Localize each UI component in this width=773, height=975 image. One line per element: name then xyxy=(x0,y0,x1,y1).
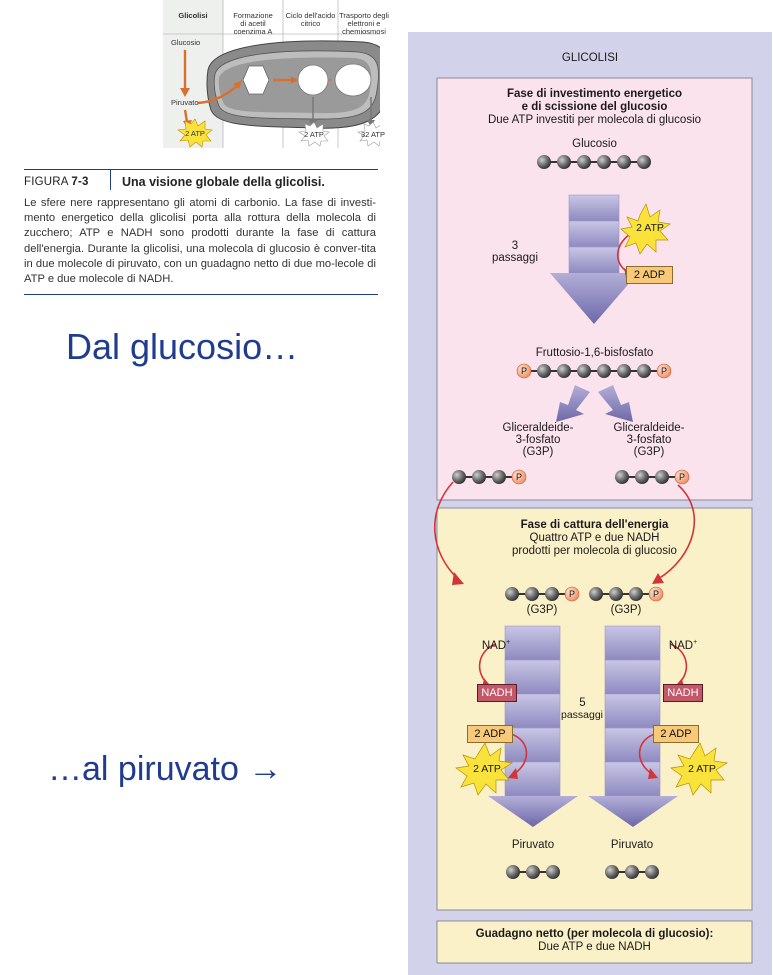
g3p-phase2-left: (G3P) xyxy=(526,604,558,616)
net-gain-line1: Guadagno netto (per molecola di glucosio… xyxy=(475,928,714,940)
pyruvate-left-label: Piruvato xyxy=(511,839,555,851)
g3p-right-line1: Gliceraldeide- xyxy=(613,422,685,434)
overview-col-chemi: Trasporto degli elettroni e chemiosmosi xyxy=(339,11,389,36)
overview-atp-chemi: 32 ATP xyxy=(360,130,386,139)
atp-left-label: 2 ATP xyxy=(473,763,501,775)
adp-right-box: 2 ADP xyxy=(653,725,699,743)
glucose-label: Glucosio xyxy=(572,138,617,150)
phase1-title-line2: e di scissione del glucosio xyxy=(521,101,668,113)
caption-rule-bottom xyxy=(24,294,378,295)
phosphate-label: P xyxy=(660,366,667,376)
nad-right: NAD+ xyxy=(663,636,703,653)
overview-atp-krebs: 2 ATP xyxy=(304,130,324,139)
phase1-adp-box: 2 ADP xyxy=(626,266,673,284)
nad-right-sup: + xyxy=(693,639,698,646)
phase2-subtitle2: prodotti per molecola di glucosio xyxy=(512,545,677,557)
figure-number: 7-3 xyxy=(71,176,89,188)
nadh-right-box: NADH xyxy=(663,684,703,702)
glycolysis-diagram xyxy=(433,77,753,964)
overview-glucosio: Glucosio xyxy=(171,38,201,47)
g3p-left-line1: Gliceraldeide- xyxy=(502,422,574,434)
nad-left-text: NAD xyxy=(481,639,507,652)
fructose-carbon-atoms xyxy=(537,364,651,378)
nad-right-text: NAD xyxy=(668,639,694,652)
overview-col-acetil: Formazione di acetil coenzima A xyxy=(233,11,273,36)
phase1-steps-label: passaggi xyxy=(491,252,539,264)
phosphate-label: P xyxy=(568,589,575,599)
from-glucose-text: Dal glucosio… xyxy=(66,326,299,367)
g3p-left-line2: 3-fosfato xyxy=(515,434,561,446)
glucose-carbon-atoms xyxy=(537,155,651,169)
phase1-steps-number: 3 xyxy=(511,240,519,252)
phosphate-label: P xyxy=(652,589,659,599)
g3p-left-line3: (G3P) xyxy=(522,446,554,458)
overview-diagram xyxy=(163,0,391,148)
overview-col-glicolisi: Glicolisi xyxy=(178,11,208,20)
overview-col-krebs: Ciclo dell'acido citrico xyxy=(285,11,336,28)
caption-rule-top xyxy=(24,169,378,170)
figure-title: Una visione globale della glicolisi. xyxy=(122,175,325,189)
glycolysis-panel: GLICOLISI Fase di investimento energetic… xyxy=(408,32,772,975)
g3p-phase2-right: (G3P) xyxy=(610,604,642,616)
phase1-atp-label: 2 ATP xyxy=(636,222,664,234)
overview-piruvato: Piruvato xyxy=(171,98,199,107)
phase2-steps-number: 5 xyxy=(579,697,586,709)
nad-left-sup: + xyxy=(506,639,511,646)
phase2-subtitle1: Quattro ATP e due NADH xyxy=(529,532,660,544)
figure-body: Le sfere nere rappresentano gli atomi di… xyxy=(24,197,376,286)
phosphate-label: P xyxy=(678,472,685,482)
caption-divider xyxy=(110,170,111,190)
figure-label: FIGURA 7-3 xyxy=(24,176,89,188)
atp-right-label: 2 ATP xyxy=(688,763,716,775)
fructose-label: Fruttosio-1,6-bisfosfato xyxy=(535,347,654,359)
g3p-right-line3: (G3P) xyxy=(633,446,665,458)
phase1-title-line1: Fase di investimento energetico xyxy=(506,88,683,100)
phosphate-label: P xyxy=(515,472,522,482)
overview-atp-glyco: 2 ATP xyxy=(185,129,205,138)
panel-title: GLICOLISI xyxy=(561,52,619,64)
nadh-left-box: NADH xyxy=(477,684,517,702)
phase2-title: Fase di cattura dell'energia xyxy=(520,519,669,531)
net-gain-line2: Due ATP e due NADH xyxy=(538,941,651,953)
adp-left-box: 2 ADP xyxy=(467,725,513,743)
phosphate-label: P xyxy=(520,366,527,376)
overview-figure: Glicolisi Formazione di acetil coenzima … xyxy=(163,0,391,148)
phase1-subtitle: Due ATP investiti per molecola di glucos… xyxy=(487,114,702,126)
pyruvate-right-label: Piruvato xyxy=(610,839,654,851)
g3p-right-line2: 3-fosfato xyxy=(626,434,672,446)
phase2-steps-label: passaggi xyxy=(560,709,604,721)
nad-left: NAD+ xyxy=(476,636,516,653)
to-pyruvate-text: …al piruvato → xyxy=(48,750,283,788)
figure-prefix: FIGURA xyxy=(24,176,69,188)
